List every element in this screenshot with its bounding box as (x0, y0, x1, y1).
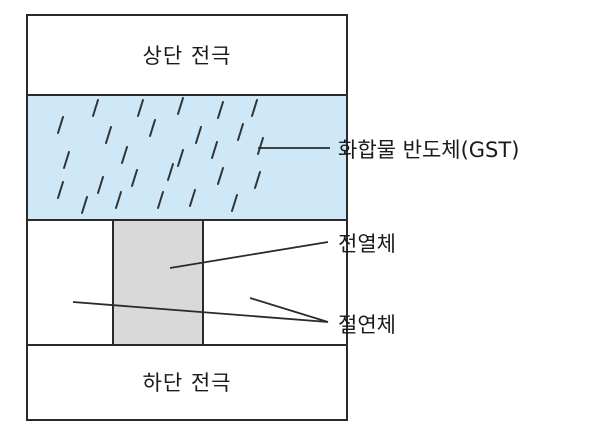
gst-texture-mark (137, 99, 144, 117)
gst-texture-mark (105, 126, 112, 144)
gst-texture-mark (195, 126, 202, 144)
gst-texture-mark (177, 149, 184, 167)
gst-texture-marks (57, 97, 264, 214)
gst-texture-mark (217, 167, 224, 185)
gst-texture-mark (57, 116, 64, 134)
bottom-electrode-layer (26, 344, 348, 421)
gst-texture-mark (217, 101, 224, 119)
gst-texture-mark (57, 181, 64, 199)
gst-texture-mark (157, 191, 164, 209)
insulator-leader-line-left (72, 301, 329, 323)
gst-texture-mark (189, 189, 196, 207)
gst-texture-mark (131, 169, 138, 187)
heater-leader-line (169, 241, 329, 269)
gst-callout-label: 화합물 반도체(GST) (338, 138, 520, 162)
bottom-electrode-label: 하단 전극 (142, 371, 232, 395)
gst-texture-mark (92, 99, 99, 117)
gst-texture-mark (211, 141, 218, 159)
gst-texture-mark (167, 163, 174, 181)
gst-texture-mark (81, 196, 88, 214)
gst-texture-mark (63, 151, 70, 169)
gst-texture-mark (121, 146, 128, 164)
heater-pillar (112, 219, 204, 346)
gst-texture-mark (177, 97, 184, 115)
heater-callout-label: 전열체 (338, 232, 396, 256)
top-electrode-label: 상단 전극 (142, 44, 232, 68)
insulator-leader-line-right (249, 297, 329, 323)
top-electrode-layer (26, 14, 348, 96)
gst-texture-mark (251, 99, 258, 117)
insulator-callout-label: 절연체 (338, 313, 396, 337)
gst-texture-mark (149, 119, 156, 137)
gst-texture-mark (231, 194, 238, 212)
gst-layer (26, 94, 348, 221)
gst-texture-mark (257, 137, 264, 155)
gst-texture-mark (254, 171, 261, 189)
gst-texture-mark (97, 176, 104, 194)
gst-texture-mark (237, 123, 244, 141)
gst-texture-mark (115, 191, 122, 209)
